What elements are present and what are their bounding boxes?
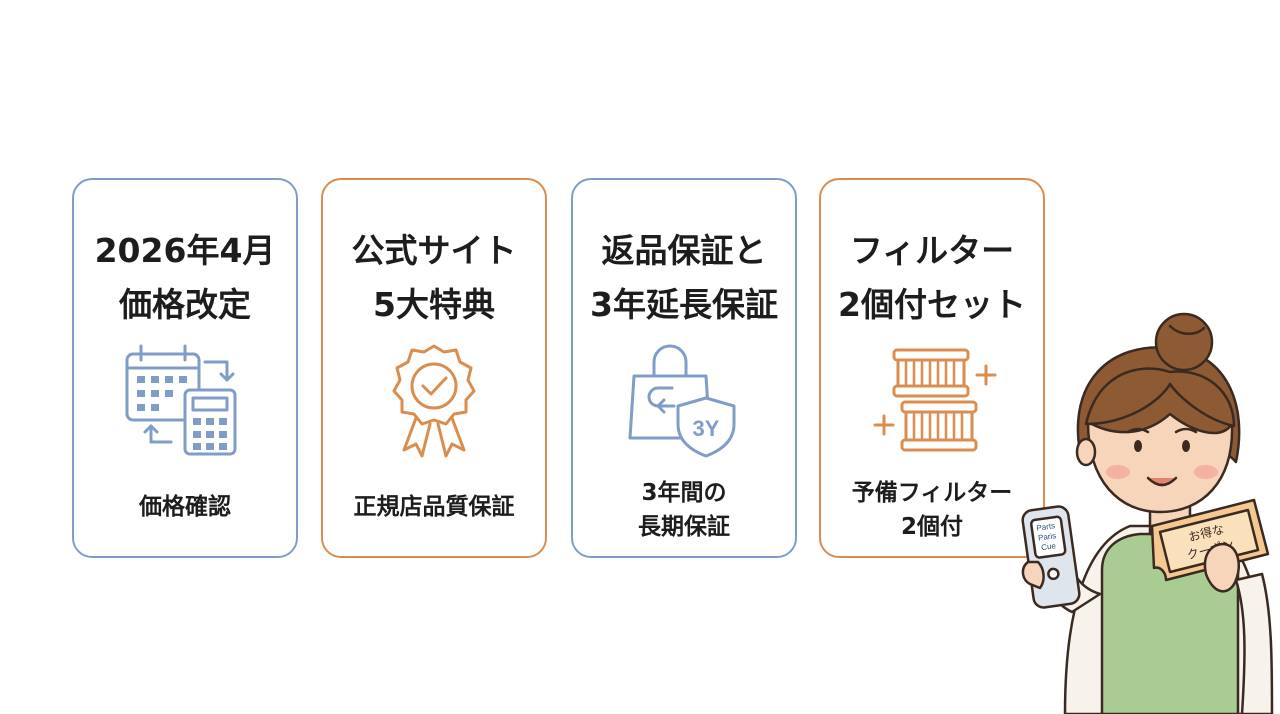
card-caption: 正規店品質保証 bbox=[323, 490, 545, 524]
card-title-line: 返品保証と bbox=[601, 231, 767, 270]
card-caption: 価格確認 bbox=[74, 490, 296, 524]
calendar-calculator-icon bbox=[115, 340, 255, 460]
woman-with-phone-and-coupon-illustration: Parts Paris Cue お得な クーポン bbox=[1010, 312, 1280, 714]
card-caption-line: 正規店品質保証 bbox=[353, 494, 515, 520]
phone-text-line: Parts bbox=[1036, 521, 1056, 533]
card-title-line: 価格改定 bbox=[119, 285, 251, 324]
card-title: 2026年4月 価格改定 bbox=[74, 224, 296, 332]
card-title-line: 2026年4月 bbox=[94, 231, 276, 270]
bag-shield-icon: 3Y bbox=[614, 340, 754, 460]
award-ribbon-icon bbox=[364, 340, 504, 460]
feature-card-price-revision: 2026年4月 価格改定 価格確認 bbox=[72, 178, 298, 558]
feature-card-filter-set: フィルター 2個付セット 予備フィルター 2個付 bbox=[819, 178, 1045, 558]
card-title: 返品保証と 3年延長保証 bbox=[573, 224, 795, 332]
card-caption: 予備フィルター 2個付 bbox=[821, 476, 1043, 544]
card-title: フィルター 2個付セット bbox=[821, 224, 1043, 332]
card-caption: 3年間の 長期保証 bbox=[573, 476, 795, 544]
feature-card-official-benefits: 公式サイト 5大特典 正規店品質保証 bbox=[321, 178, 547, 558]
feature-card-warranty: 返品保証と 3年延長保証 3Y 3年間の 長期保証 bbox=[571, 178, 797, 558]
filter-pair-icon bbox=[862, 340, 1002, 460]
card-caption-line: 予備フィルター bbox=[851, 480, 1013, 506]
card-caption-line: 2個付 bbox=[900, 514, 963, 540]
card-caption-line: 3年間の bbox=[641, 480, 727, 506]
card-title-line: 5大特典 bbox=[373, 285, 495, 324]
warranty-years-label: 3Y bbox=[693, 416, 720, 441]
card-caption-line: 価格確認 bbox=[139, 494, 231, 520]
card-title-line: 公式サイト bbox=[351, 231, 517, 270]
card-caption-line: 長期保証 bbox=[638, 514, 730, 540]
phone-text-line: Cue bbox=[1041, 541, 1057, 552]
phone-text-line: Paris bbox=[1038, 531, 1057, 542]
card-title-line: フィルター bbox=[849, 231, 1015, 270]
card-title-line: 2個付セット bbox=[838, 285, 1026, 324]
card-title-line: 3年延長保証 bbox=[590, 285, 778, 324]
card-title: 公式サイト 5大特典 bbox=[323, 224, 545, 332]
